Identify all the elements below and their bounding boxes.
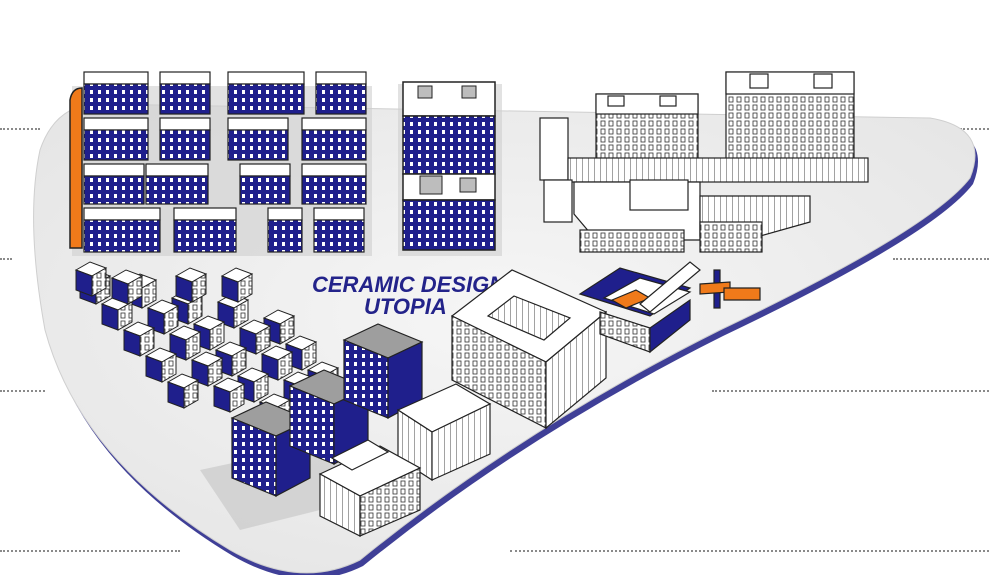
dormitory-building xyxy=(83,163,145,205)
dotted-guide-line xyxy=(960,128,989,130)
small-house xyxy=(122,321,156,357)
dotted-guide-line xyxy=(712,390,989,392)
small-house xyxy=(214,341,248,377)
dormitory-building xyxy=(159,71,211,115)
dotted-guide-line xyxy=(0,128,40,130)
dormitory-building xyxy=(83,117,149,161)
navy-orange-pavilion xyxy=(578,261,761,354)
white-stepped-buildings xyxy=(318,383,492,537)
small-house xyxy=(174,267,208,303)
dormitory-block-northwest xyxy=(69,71,372,256)
dormitory-building xyxy=(267,207,303,253)
small-house xyxy=(212,377,246,413)
small-house xyxy=(144,347,178,383)
small-house xyxy=(220,267,254,303)
dormitory-building xyxy=(159,117,211,161)
dormitory-building xyxy=(227,117,289,161)
dormitory-building xyxy=(301,117,367,161)
small-house xyxy=(238,319,272,355)
dotted-guide-line xyxy=(510,550,989,552)
dormitory-building xyxy=(301,163,367,205)
caption-line-1: CERAMIC DESIGN xyxy=(312,272,506,297)
dormitory-building xyxy=(83,207,161,253)
navy-apartment xyxy=(342,323,424,419)
dormitory-building xyxy=(145,163,209,205)
small-house xyxy=(166,373,200,409)
dormitory-building xyxy=(313,207,365,253)
white-campus-complex xyxy=(539,71,869,253)
dotted-guide-line xyxy=(0,550,180,552)
dormitory-building xyxy=(315,71,367,115)
dotted-guide-line xyxy=(0,390,45,392)
caption-line-2: UTOPIA xyxy=(364,294,447,319)
dormitory-building xyxy=(227,71,305,115)
small-house xyxy=(74,261,108,297)
small-house xyxy=(110,269,144,305)
small-house xyxy=(146,299,180,335)
dormitory-building xyxy=(83,71,149,115)
dormitory-building xyxy=(239,163,291,205)
dotted-guide-line xyxy=(893,258,989,260)
navy-tower xyxy=(398,81,502,256)
small-house xyxy=(192,315,226,351)
dormitory-building xyxy=(173,207,237,253)
white-courtyard-building xyxy=(450,269,608,430)
dotted-guide-line xyxy=(0,258,12,260)
